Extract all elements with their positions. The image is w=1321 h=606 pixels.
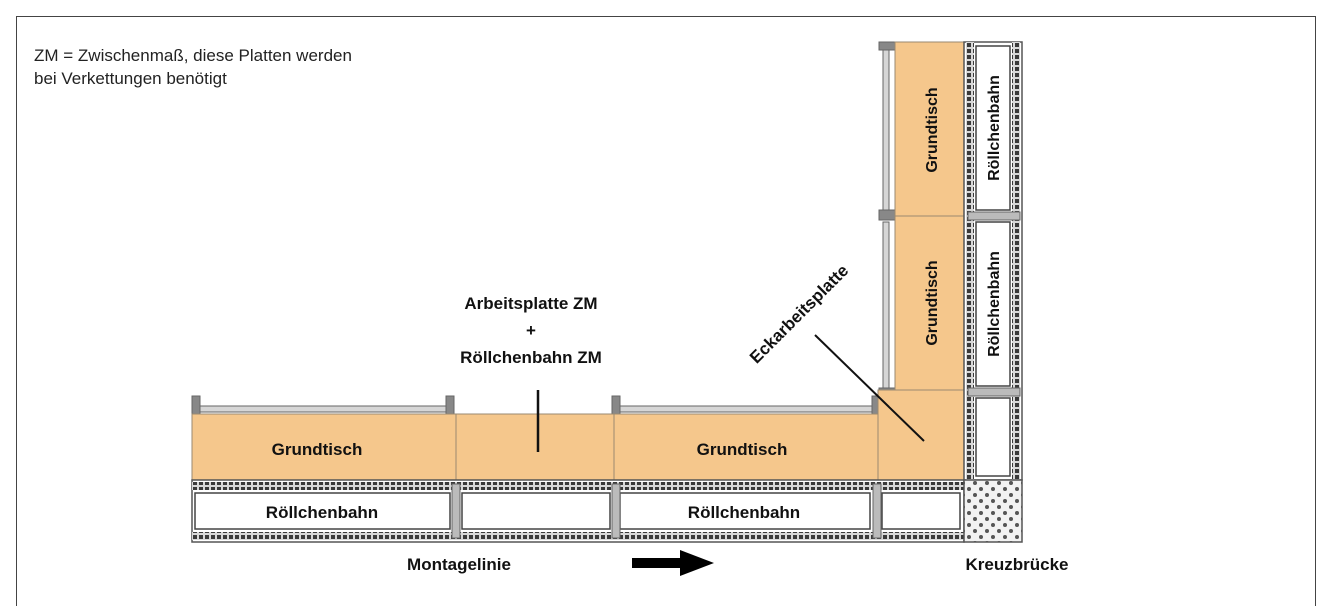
label-montagelinie: Montagelinie (407, 555, 511, 574)
direction-arrow-icon (632, 550, 714, 576)
eckarbeitsplatte-pointer-line (814, 334, 925, 442)
label-roller-left: Röllchenbahn (266, 503, 378, 522)
vertical-tables (894, 41, 965, 391)
grundtisch-lower-table (894, 215, 965, 391)
diagram-frame (16, 16, 1316, 606)
label-arbeitsplatte-zm: Arbeitsplatte ZM (464, 294, 597, 313)
vertical-roller-conveyor (963, 41, 1023, 481)
side-rails-vertical (878, 41, 896, 397)
horizontal-roller-conveyor (191, 479, 965, 543)
note-line-1: ZM = Zwischenmaß, diese Platten werden (34, 46, 352, 65)
label-roller-mid: Röllchenbahn (688, 503, 800, 522)
eckarbeitsplatte-table (877, 389, 965, 481)
label-eckarbeitsplatte: Eckarbeitsplatte (746, 261, 852, 367)
horizontal-tables (191, 389, 965, 481)
label-grundtisch-mid: Grundtisch (697, 440, 788, 459)
assembly-line-diagram: Grundtisch Grundtisch Röllchenbahn Röllc… (191, 41, 1069, 576)
grundtisch-upper-table (894, 41, 965, 217)
label-kreuzbruecke: Kreuzbrücke (966, 555, 1069, 574)
label-roellchenbahn-zm: Röllchenbahn ZM (460, 348, 602, 367)
arbeitsplatte-zm-table (455, 413, 615, 481)
label-plus: + (526, 321, 536, 340)
legend-note: ZM = Zwischenmaß, diese Platten werden b… (34, 44, 352, 90)
label-grundtisch-upper: Grundtisch (924, 87, 941, 172)
label-roller-lower: Röllchenbahn (986, 251, 1003, 357)
label-roller-upper: Röllchenbahn (986, 75, 1003, 181)
kreuzbruecke-block (963, 479, 1023, 543)
top-rails-horizontal (191, 395, 881, 415)
label-grundtisch-left: Grundtisch (272, 440, 363, 459)
grundtisch-mid-table (613, 413, 879, 481)
label-grundtisch-lower: Grundtisch (924, 260, 941, 345)
note-line-2: bei Verkettungen benötigt (34, 69, 227, 88)
